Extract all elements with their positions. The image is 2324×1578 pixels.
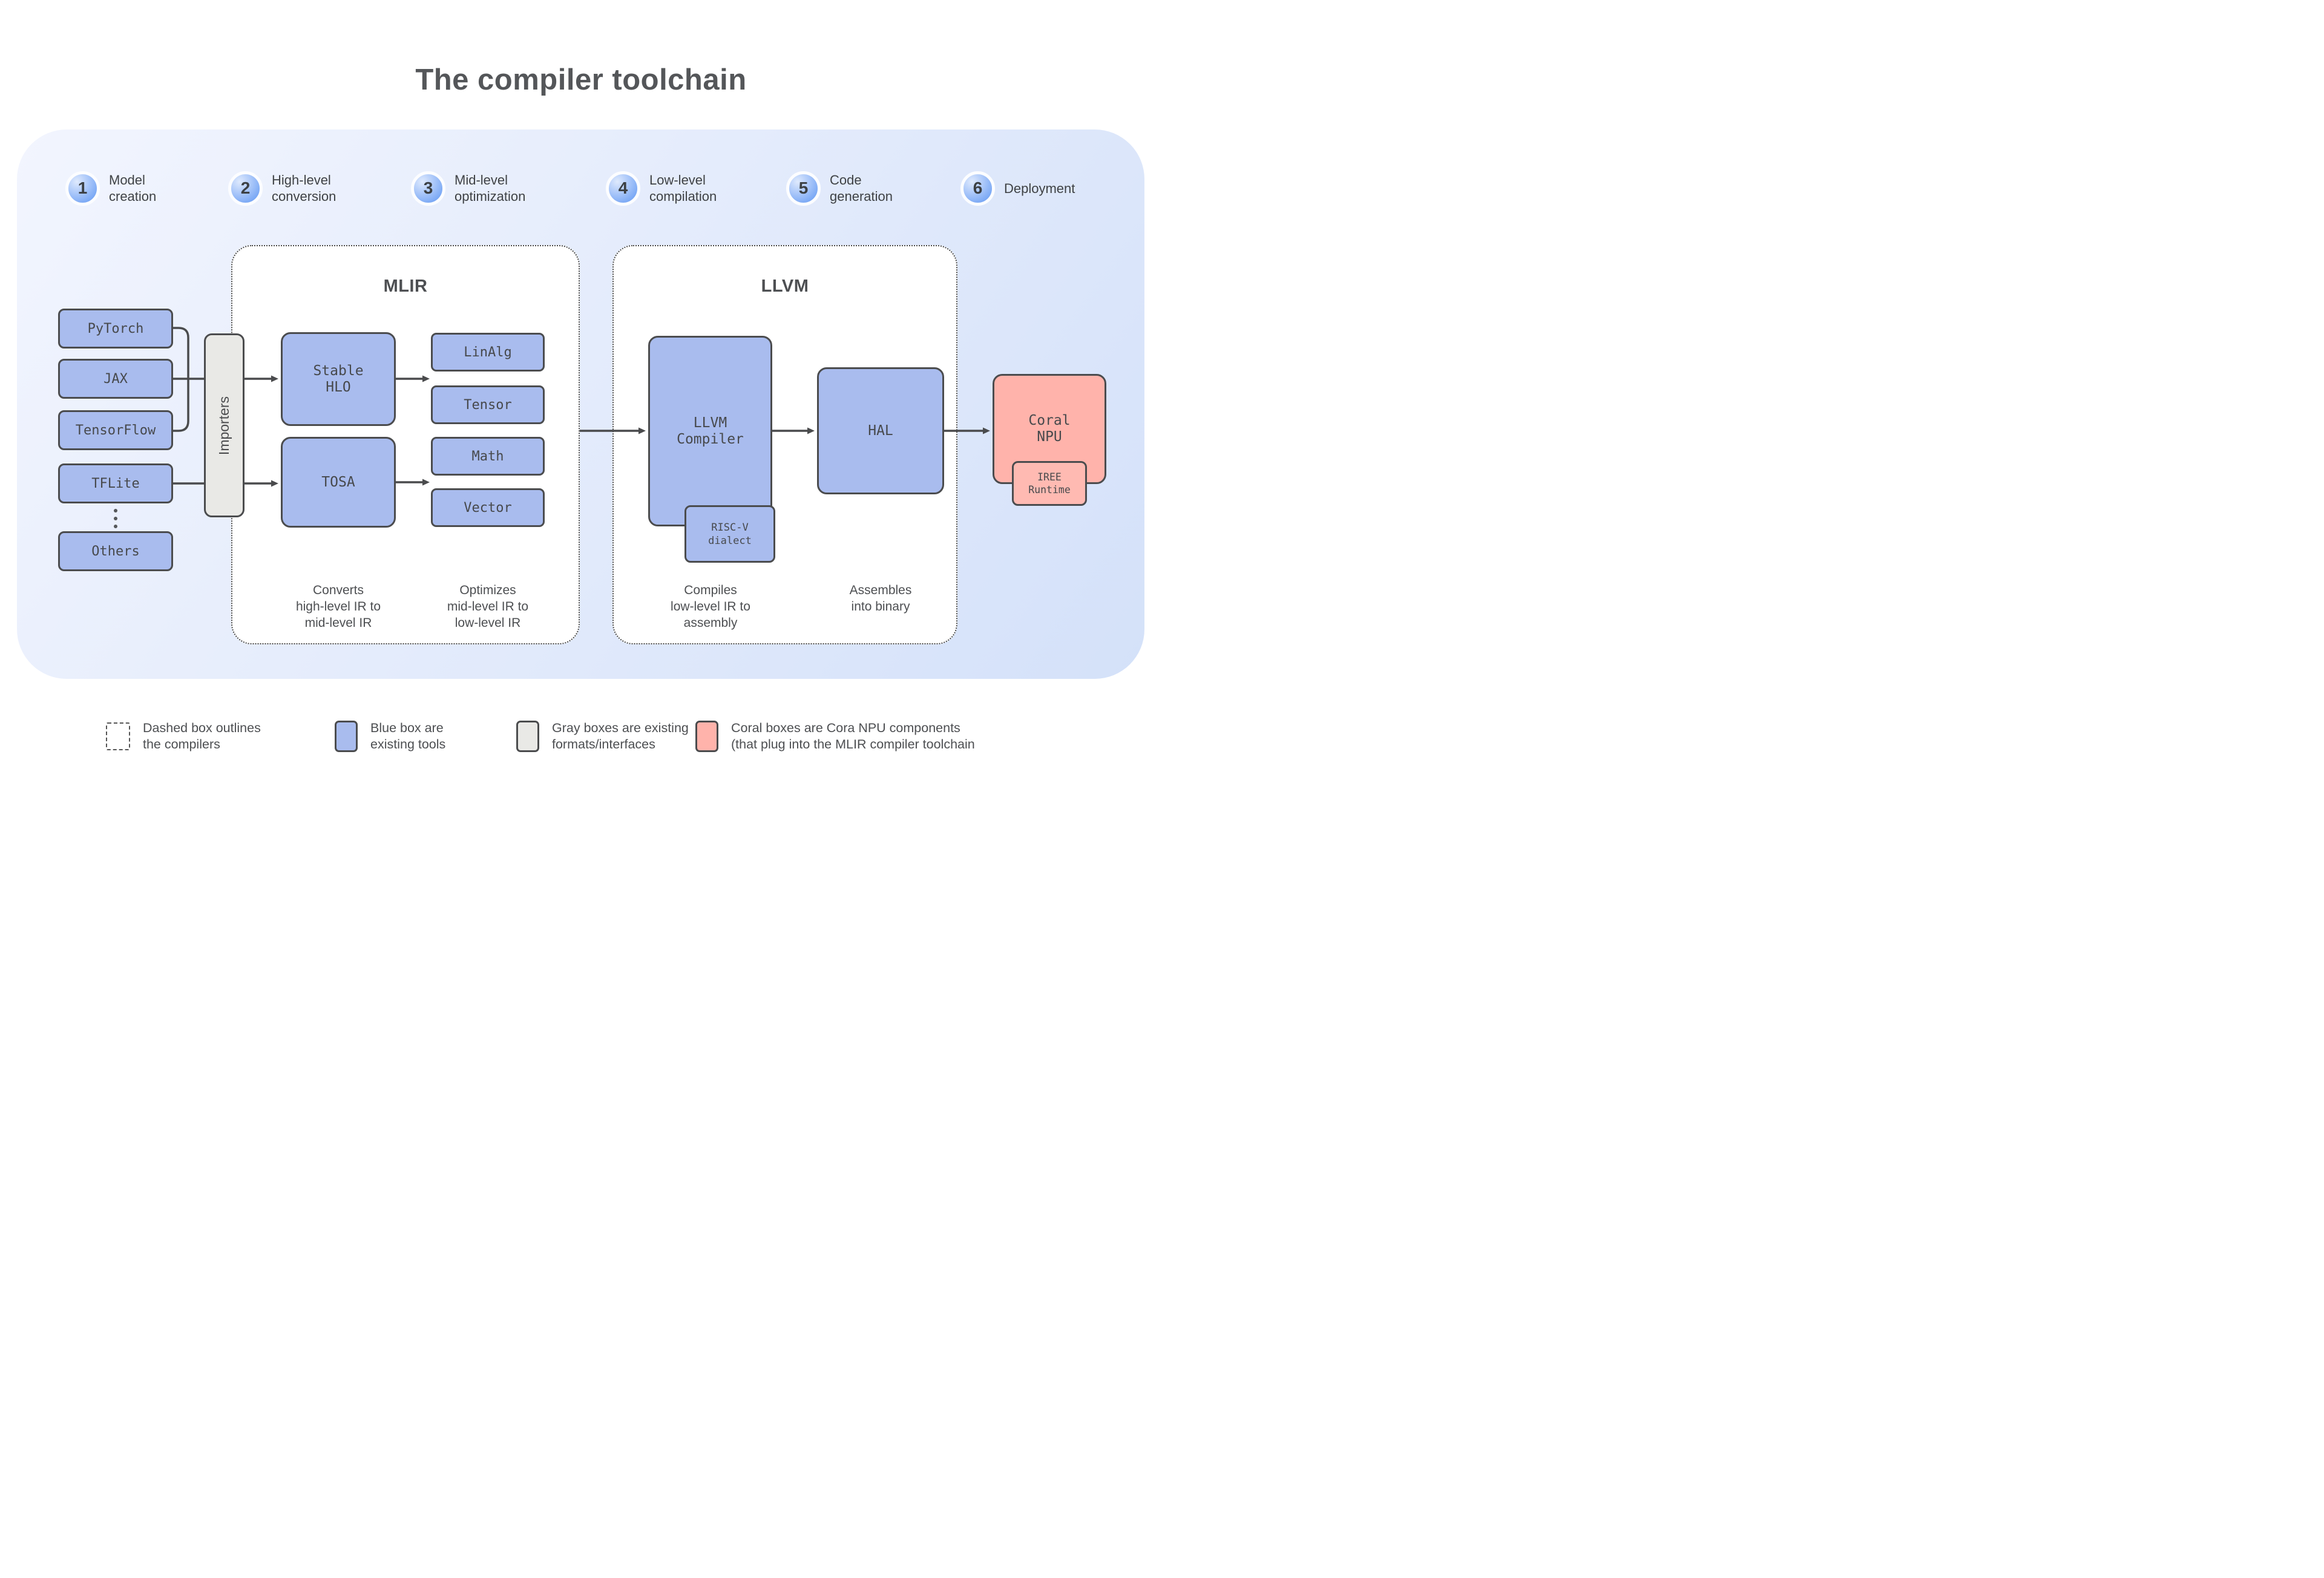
legend-coral-text: Coral boxes are Cora NPU components (tha… — [731, 721, 975, 751]
legend-item-coral: Coral boxes are Cora NPU components (tha… — [695, 717, 975, 756]
step-6-badge: 6 — [960, 171, 995, 206]
importers-label: Importers — [216, 396, 232, 455]
legend-blue-text: Blue box are existing tools — [370, 721, 446, 751]
step-6-label: Deployment — [1004, 180, 1075, 196]
box-riscv-dialect: RISC-V dialect — [684, 505, 775, 563]
box-iree-runtime: IREE Runtime — [1012, 461, 1087, 506]
caption-compiles: Compiles low-level IR to assembly — [671, 583, 750, 630]
step-4-badge: 4 — [606, 171, 640, 206]
box-linalg: LinAlg — [431, 333, 545, 372]
box-vector: Vector — [431, 488, 545, 527]
step-mid-level-optimization: 3 Mid-level optimization — [411, 168, 525, 209]
legend-gray-text: Gray boxes are existing formats/interfac… — [552, 721, 689, 751]
box-math: Math — [431, 437, 545, 476]
step-5-badge: 5 — [786, 171, 821, 206]
step-2-label: High-level conversion — [272, 172, 336, 204]
caption-assembles: Assembles into binary — [849, 583, 912, 614]
step-code-generation: 5 Code generation — [786, 168, 893, 209]
step-5-label: Code generation — [830, 172, 893, 204]
llvm-group-title: LLVM — [761, 277, 809, 296]
box-others: Others — [58, 531, 173, 571]
step-high-level-conversion: 2 High-level conversion — [228, 168, 336, 209]
box-llvm-compiler: LLVM Compiler — [648, 336, 772, 526]
step-3-badge: 3 — [411, 171, 445, 206]
box-pytorch: PyTorch — [58, 309, 173, 349]
mlir-group-title: MLIR — [383, 277, 428, 296]
step-low-level-compilation: 4 Low-level compilation — [606, 168, 717, 209]
box-jax: JAX — [58, 359, 173, 399]
step-model-creation: 1 Model creation — [65, 168, 156, 209]
step-1-badge: 1 — [65, 171, 100, 206]
legend-dashed-swatch — [106, 722, 130, 750]
box-stable-hlo: Stable HLO — [281, 332, 396, 426]
step-2-badge: 2 — [228, 171, 263, 206]
compiler-toolchain-diagram: The compiler toolchain 1 Model creation … — [0, 0, 1162, 789]
legend-coral-swatch — [695, 721, 718, 752]
legend-item-dashed: Dashed box outlines the compilers — [106, 717, 261, 756]
box-tosa: TOSA — [281, 437, 396, 528]
legend-dashed-text: Dashed box outlines the compilers — [143, 721, 261, 751]
caption-converts: Converts high-level IR to mid-level IR — [295, 583, 381, 630]
step-4-label: Low-level compilation — [649, 172, 717, 204]
box-hal: HAL — [817, 367, 944, 494]
legend-gray-swatch — [516, 721, 539, 752]
box-importers: Importers — [204, 333, 245, 517]
step-1-label: Model creation — [109, 172, 157, 204]
page-title: The compiler toolchain — [415, 64, 747, 96]
caption-optimizes: Optimizes mid-level IR to low-level IR — [447, 583, 529, 630]
legend-item-blue: Blue box are existing tools — [335, 717, 445, 756]
legend-blue-swatch — [335, 721, 358, 752]
vertical-ellipsis-icon — [114, 509, 117, 528]
step-deployment: 6 Deployment — [960, 168, 1075, 209]
box-tflite: TFLite — [58, 463, 173, 503]
box-tensor: Tensor — [431, 385, 545, 424]
step-3-label: Mid-level optimization — [455, 172, 526, 204]
box-tensorflow: TensorFlow — [58, 410, 173, 450]
legend-item-gray: Gray boxes are existing formats/interfac… — [516, 717, 689, 756]
toolchain-container — [17, 129, 1144, 679]
